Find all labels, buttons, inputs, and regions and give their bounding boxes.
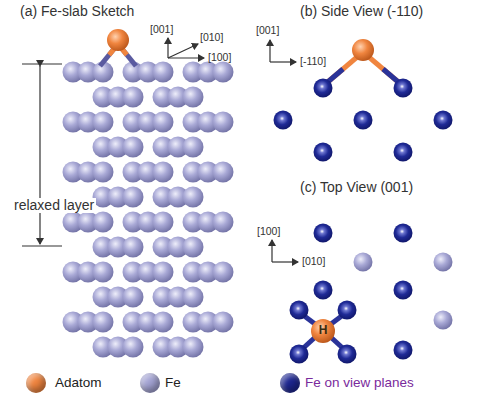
panel-title: (b) Side View (-110) [300,4,423,19]
fe-atom [93,162,114,183]
axis-label: [100] [208,52,231,64]
fe-atom [123,287,144,308]
legend-text: Adatom [55,376,102,391]
fe-atom [153,112,174,133]
fe-atom [183,337,204,358]
top-view-atoms [290,224,453,364]
fe-atom [123,337,144,358]
axes-b [270,40,296,62]
axes-a [168,38,204,58]
axis-label: [001] [256,25,279,37]
fe-atom [183,237,204,258]
axis-label: [010] [200,32,223,44]
fe-atom [123,187,144,208]
fe-atom [93,112,114,133]
fe-atom [183,137,204,158]
fe-atom [123,137,144,158]
fe-atom [213,212,234,233]
adatom-a [100,29,136,66]
adatom-swatch [26,373,46,393]
axis-label: [001] [150,24,173,36]
axis-label: [010] [302,256,325,268]
fe-atom [153,162,174,183]
panel-title: (c) Top View (001) [300,180,413,195]
fe-atom [213,312,234,333]
fe-atom [153,312,174,333]
fe-atom [93,212,114,233]
fe-atom [93,312,114,333]
fe-atom [213,62,234,83]
fe-atom [153,62,174,83]
fe-atom [93,262,114,283]
fe-atom [123,87,144,108]
fe-atom [213,262,234,283]
axis-label: [-110] [300,56,326,68]
atom-label: H [319,324,328,337]
axes-c [272,240,298,262]
fe-atom [183,287,204,308]
relaxed-bracket [22,64,62,246]
axis-label: [100] [257,226,280,238]
fe-atom [213,162,234,183]
fe-atom [183,87,204,108]
fe-atom [123,237,144,258]
legend-text: Fe on view planes [305,376,414,391]
side-view-atoms [274,39,453,162]
fe-atom [153,212,174,233]
legend-text: Fe [165,376,181,391]
fe-atom [213,112,234,133]
fe-atom [153,262,174,283]
fe-view-plane-swatch [280,373,300,393]
panel-title: (a) Fe-slab Sketch [20,4,134,19]
fe-swatch [140,373,160,393]
fe-atom [183,187,204,208]
bracket-label: relaxed layer [12,198,96,213]
